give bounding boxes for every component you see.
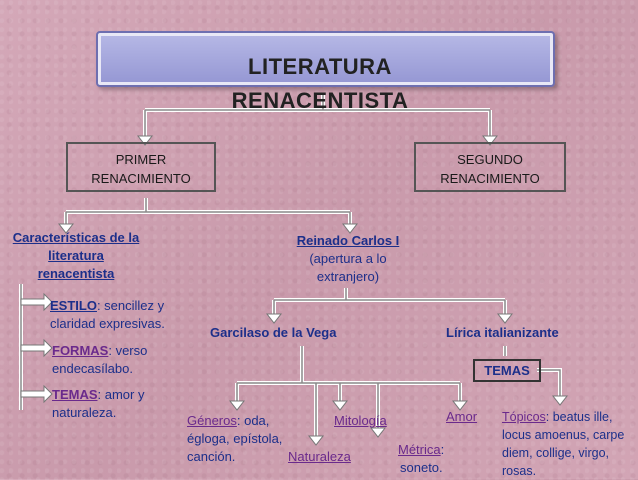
second-renaissance-line-1: SEGUNDO bbox=[457, 152, 523, 167]
metrica-key: Métrica bbox=[398, 442, 441, 457]
formas-key: FORMAS bbox=[52, 343, 109, 358]
reinado-line-1: Reinado Carlos I bbox=[296, 233, 400, 248]
first-renaissance-line-2: RENACIMIENTO bbox=[91, 171, 191, 186]
topicos-label: Tópicos: beatus ille, locus amoenus, car… bbox=[502, 408, 624, 480]
amor-label: Amor bbox=[446, 409, 478, 424]
title-line-1: LITERATURA bbox=[248, 54, 392, 79]
first-renaissance-box: PRIMER RENACIMIENTO bbox=[66, 142, 216, 192]
temas-box: TEMAS bbox=[473, 359, 541, 382]
title-box bbox=[96, 31, 555, 87]
reinado-line-2: (apertura a lo bbox=[309, 251, 387, 266]
generos-line-3: canción. bbox=[187, 449, 236, 464]
first-renaissance-line-1: PRIMER bbox=[115, 152, 167, 167]
temas-item: TEMAS: amor y naturaleza. bbox=[52, 386, 144, 422]
formas-rest-2: endecasílabo. bbox=[52, 361, 133, 376]
characteristics-heading: Características de la literatura renacen… bbox=[0, 229, 152, 283]
metrica-label: Métrica: soneto. bbox=[398, 441, 444, 477]
characteristics-line-1: Características de la bbox=[12, 230, 140, 245]
topicos-line-2: locus amoenus, carpe bbox=[502, 428, 625, 442]
estilo-item: ESTILO: sencillez y claridad expresivas. bbox=[50, 297, 165, 333]
formas-rest-1: : verso bbox=[108, 343, 148, 358]
reinado-line-3: extranjero) bbox=[316, 269, 380, 284]
topicos-line-4: rosas. bbox=[502, 464, 537, 478]
estilo-key: ESTILO bbox=[50, 298, 97, 313]
topicos-key: Tópicos bbox=[502, 410, 546, 424]
temas-key: TEMAS bbox=[52, 387, 98, 402]
characteristics-line-3: renacentista bbox=[37, 266, 115, 281]
characteristics-line-2: literatura bbox=[48, 248, 104, 263]
page-title: LITERATURA RENACENTISTA bbox=[180, 50, 460, 118]
reinado-label: Reinado Carlos I (apertura a lo extranje… bbox=[268, 232, 428, 286]
topicos-rest-1: : beatus ille, bbox=[545, 410, 613, 424]
second-renaissance-line-2: RENACIMIENTO bbox=[440, 171, 540, 186]
metrica-rest: : bbox=[440, 442, 445, 457]
generos-key: Géneros bbox=[187, 413, 237, 428]
generos-rest-1: : oda, bbox=[236, 413, 270, 428]
estilo-rest-2: claridad expresivas. bbox=[50, 316, 165, 331]
lirica-label: Lírica italianizante bbox=[446, 325, 559, 340]
metrica-line-2: soneto. bbox=[400, 460, 443, 475]
title-line-2: RENACENTISTA bbox=[231, 88, 409, 113]
temas-rest-2: naturaleza. bbox=[52, 405, 117, 420]
generos-label: Géneros: oda, égloga, epístola, canción. bbox=[187, 412, 282, 466]
naturaleza-label: Naturaleza bbox=[288, 449, 351, 464]
garcilaso-label: Garcilaso de la Vega bbox=[210, 325, 337, 340]
formas-item: FORMAS: verso endecasílabo. bbox=[52, 342, 147, 378]
estilo-rest-1: : sencillez y bbox=[96, 298, 165, 313]
mitologia-label: Mitología bbox=[334, 413, 387, 428]
topicos-line-3: diem, collige, virgo, bbox=[502, 446, 609, 460]
temas-rest-1: : amor y bbox=[97, 387, 145, 402]
second-renaissance-box: SEGUNDO RENACIMIENTO bbox=[414, 142, 566, 192]
generos-line-2: égloga, epístola, bbox=[187, 431, 283, 446]
